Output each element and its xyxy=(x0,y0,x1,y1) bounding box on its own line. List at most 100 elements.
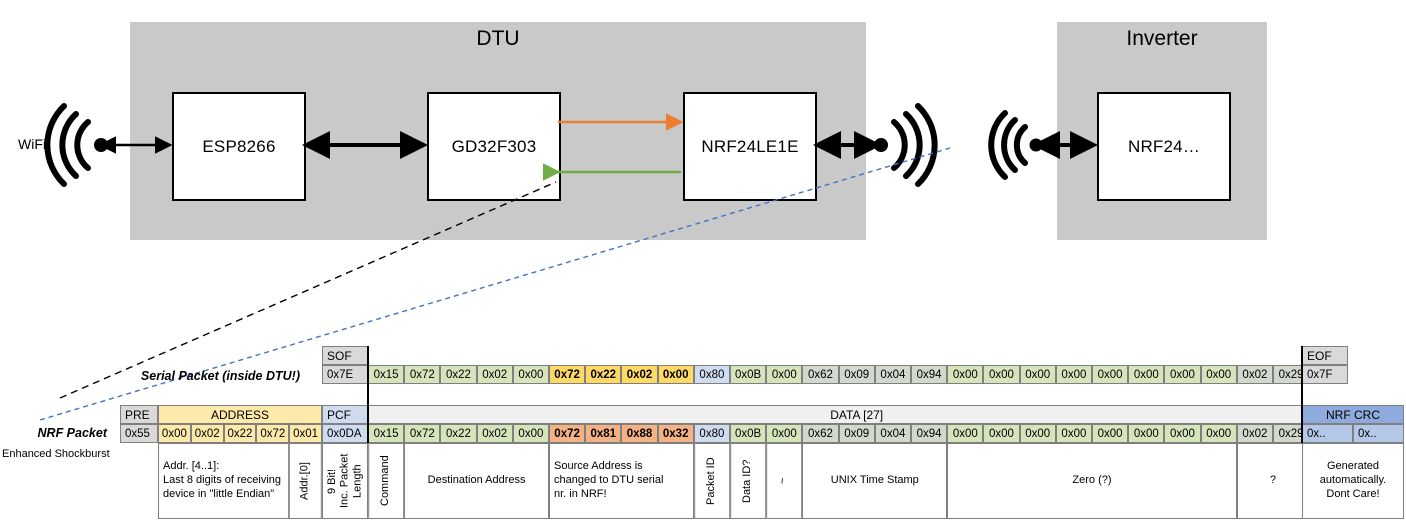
dtu-title: DTU xyxy=(476,27,520,50)
annotation-destination-address: Destination Address xyxy=(404,443,549,519)
nrf-address-byte-1: 0x02 xyxy=(190,424,224,443)
serial-byte-19: 0x00 xyxy=(1055,365,1092,384)
nrf-byte-24: 0x02 xyxy=(1236,424,1273,443)
chip-nrf24-inverter: NRF24… xyxy=(1097,92,1231,201)
nrf-pcf-value: 0x0DA xyxy=(322,424,368,443)
serial-sof-header: SOF xyxy=(322,346,368,365)
serial-byte-12: 0x62 xyxy=(802,365,839,384)
nrf-byte-8: 0x32 xyxy=(657,424,694,443)
nrf-byte-23: 0x00 xyxy=(1200,424,1237,443)
annotation-command: Command xyxy=(368,443,405,519)
nrf-byte-21: 0x00 xyxy=(1128,424,1165,443)
nrf-byte-3: 0x02 xyxy=(476,424,513,443)
nrf-byte-16: 0x00 xyxy=(947,424,984,443)
nrf-byte-10: 0x0B xyxy=(730,424,767,443)
enhanced-shockburst-label: Enhanced Shockburst xyxy=(2,448,110,460)
serial-byte-18: 0x00 xyxy=(1019,365,1056,384)
serial-byte-23: 0x00 xyxy=(1200,365,1237,384)
nrf-byte-14: 0x04 xyxy=(874,424,911,443)
annotation-zero: Zero (?) xyxy=(947,443,1237,519)
nrf-byte-1: 0x72 xyxy=(404,424,441,443)
nrf-byte-5: 0x72 xyxy=(549,424,586,443)
nrf-byte-25: 0x29 xyxy=(1273,424,1310,443)
chip-nrf24le1e-label: NRF24LE1E xyxy=(701,136,799,156)
serial-byte-4: 0x00 xyxy=(512,365,549,384)
annotation-tilde: ~ xyxy=(766,443,803,519)
serial-byte-10: 0x0B xyxy=(730,365,767,384)
nrf-byte-4: 0x00 xyxy=(512,424,549,443)
wifi-antenna-icon-dtu xyxy=(44,103,91,187)
serial-byte-14: 0x04 xyxy=(874,365,911,384)
nrf-crc-byte-1: 0x.. xyxy=(1353,424,1404,443)
annotation-question: ? xyxy=(1236,443,1310,519)
annotation-unix-time-stamp: UNIX Time Stamp xyxy=(802,443,948,519)
nrf-byte-19: 0x00 xyxy=(1055,424,1092,443)
serial-byte-25: 0x29 xyxy=(1273,365,1310,384)
nrf-byte-0: 0x15 xyxy=(368,424,405,443)
table-separator xyxy=(367,346,369,443)
nrf-crc-byte-0: 0x.. xyxy=(1302,424,1353,443)
chip-esp8266: ESP8266 xyxy=(172,92,306,201)
serial-byte-16: 0x00 xyxy=(947,365,984,384)
serial-byte-9: 0x80 xyxy=(693,365,730,384)
serial-byte-13: 0x09 xyxy=(838,365,875,384)
nrf-byte-9: 0x80 xyxy=(693,424,730,443)
nrf-packet-row-label: NRF Packet xyxy=(37,426,107,440)
table-separator xyxy=(1301,346,1303,443)
rf-antenna-icon-dtu xyxy=(891,103,938,187)
annotation-packet-id: Packet ID xyxy=(693,443,730,519)
nrf-pre-value: 0x55 xyxy=(120,424,158,443)
serial-byte-22: 0x00 xyxy=(1164,365,1201,384)
serial-byte-2: 0x22 xyxy=(440,365,477,384)
nrf-byte-15: 0x94 xyxy=(911,424,948,443)
serial-byte-5: 0x72 xyxy=(549,365,586,384)
serial-byte-15: 0x94 xyxy=(911,365,948,384)
serial-byte-17: 0x00 xyxy=(983,365,1020,384)
wifi-label: WiFi xyxy=(18,136,46,152)
chip-gd32f303: GD32F303 xyxy=(427,92,561,201)
serial-byte-0: 0x15 xyxy=(368,365,405,384)
serial-byte-11: 0x00 xyxy=(766,365,803,384)
chip-esp8266-label: ESP8266 xyxy=(202,136,276,156)
nrf-address-byte-0: 0x00 xyxy=(158,424,191,443)
nrf-data-header: DATA [27] xyxy=(368,405,1346,424)
nrf-byte-17: 0x00 xyxy=(983,424,1020,443)
serial-byte-8: 0x00 xyxy=(657,365,694,384)
nrf-address-byte-3: 0x72 xyxy=(256,424,290,443)
inverter-title: Inverter xyxy=(1126,27,1198,50)
serial-byte-3: 0x02 xyxy=(476,365,513,384)
nrf-address-byte-2: 0x22 xyxy=(223,424,257,443)
serial-eof-header: EOF xyxy=(1302,346,1348,365)
chip-nrf24-inverter-label: NRF24… xyxy=(1127,136,1201,156)
annotation-addr0: Addr.[0] xyxy=(289,443,322,519)
chip-gd32f303-label: GD32F303 xyxy=(451,136,537,156)
nrf-address-header: ADDRESS xyxy=(158,405,322,424)
nrf-byte-11: 0x00 xyxy=(766,424,803,443)
nrf-pcf-header: PCF xyxy=(322,405,368,424)
nrf-byte-13: 0x09 xyxy=(838,424,875,443)
nrf-byte-20: 0x00 xyxy=(1092,424,1129,443)
rf-antenna-dot-inverter xyxy=(1029,138,1043,152)
nrf-byte-12: 0x62 xyxy=(802,424,839,443)
serial-packet-row-label: Serial Packet (inside DTU!) xyxy=(140,369,300,383)
serial-byte-20: 0x00 xyxy=(1092,365,1129,384)
rf-antenna-icon-inverter xyxy=(988,110,1028,180)
wifi-antenna-dot-dtu xyxy=(94,138,108,152)
chip-nrf24le1e: NRF24LE1E xyxy=(683,92,817,201)
nrf-byte-2: 0x22 xyxy=(440,424,477,443)
annotation-data-id: Data ID? xyxy=(730,443,767,519)
nrf-address-byte-4: 0x01 xyxy=(289,424,322,443)
nrf-crc-header: NRF CRC xyxy=(1302,405,1404,424)
serial-eof-value: 0x7F xyxy=(1302,365,1348,384)
serial-byte-24: 0x02 xyxy=(1236,365,1273,384)
nrf-byte-18: 0x00 xyxy=(1019,424,1056,443)
nrf-byte-7: 0x88 xyxy=(621,424,658,443)
serial-byte-7: 0x02 xyxy=(621,365,658,384)
serial-byte-1: 0x72 xyxy=(404,365,441,384)
nrf-byte-22: 0x00 xyxy=(1164,424,1201,443)
serial-sof-value: 0x7E xyxy=(322,365,368,384)
